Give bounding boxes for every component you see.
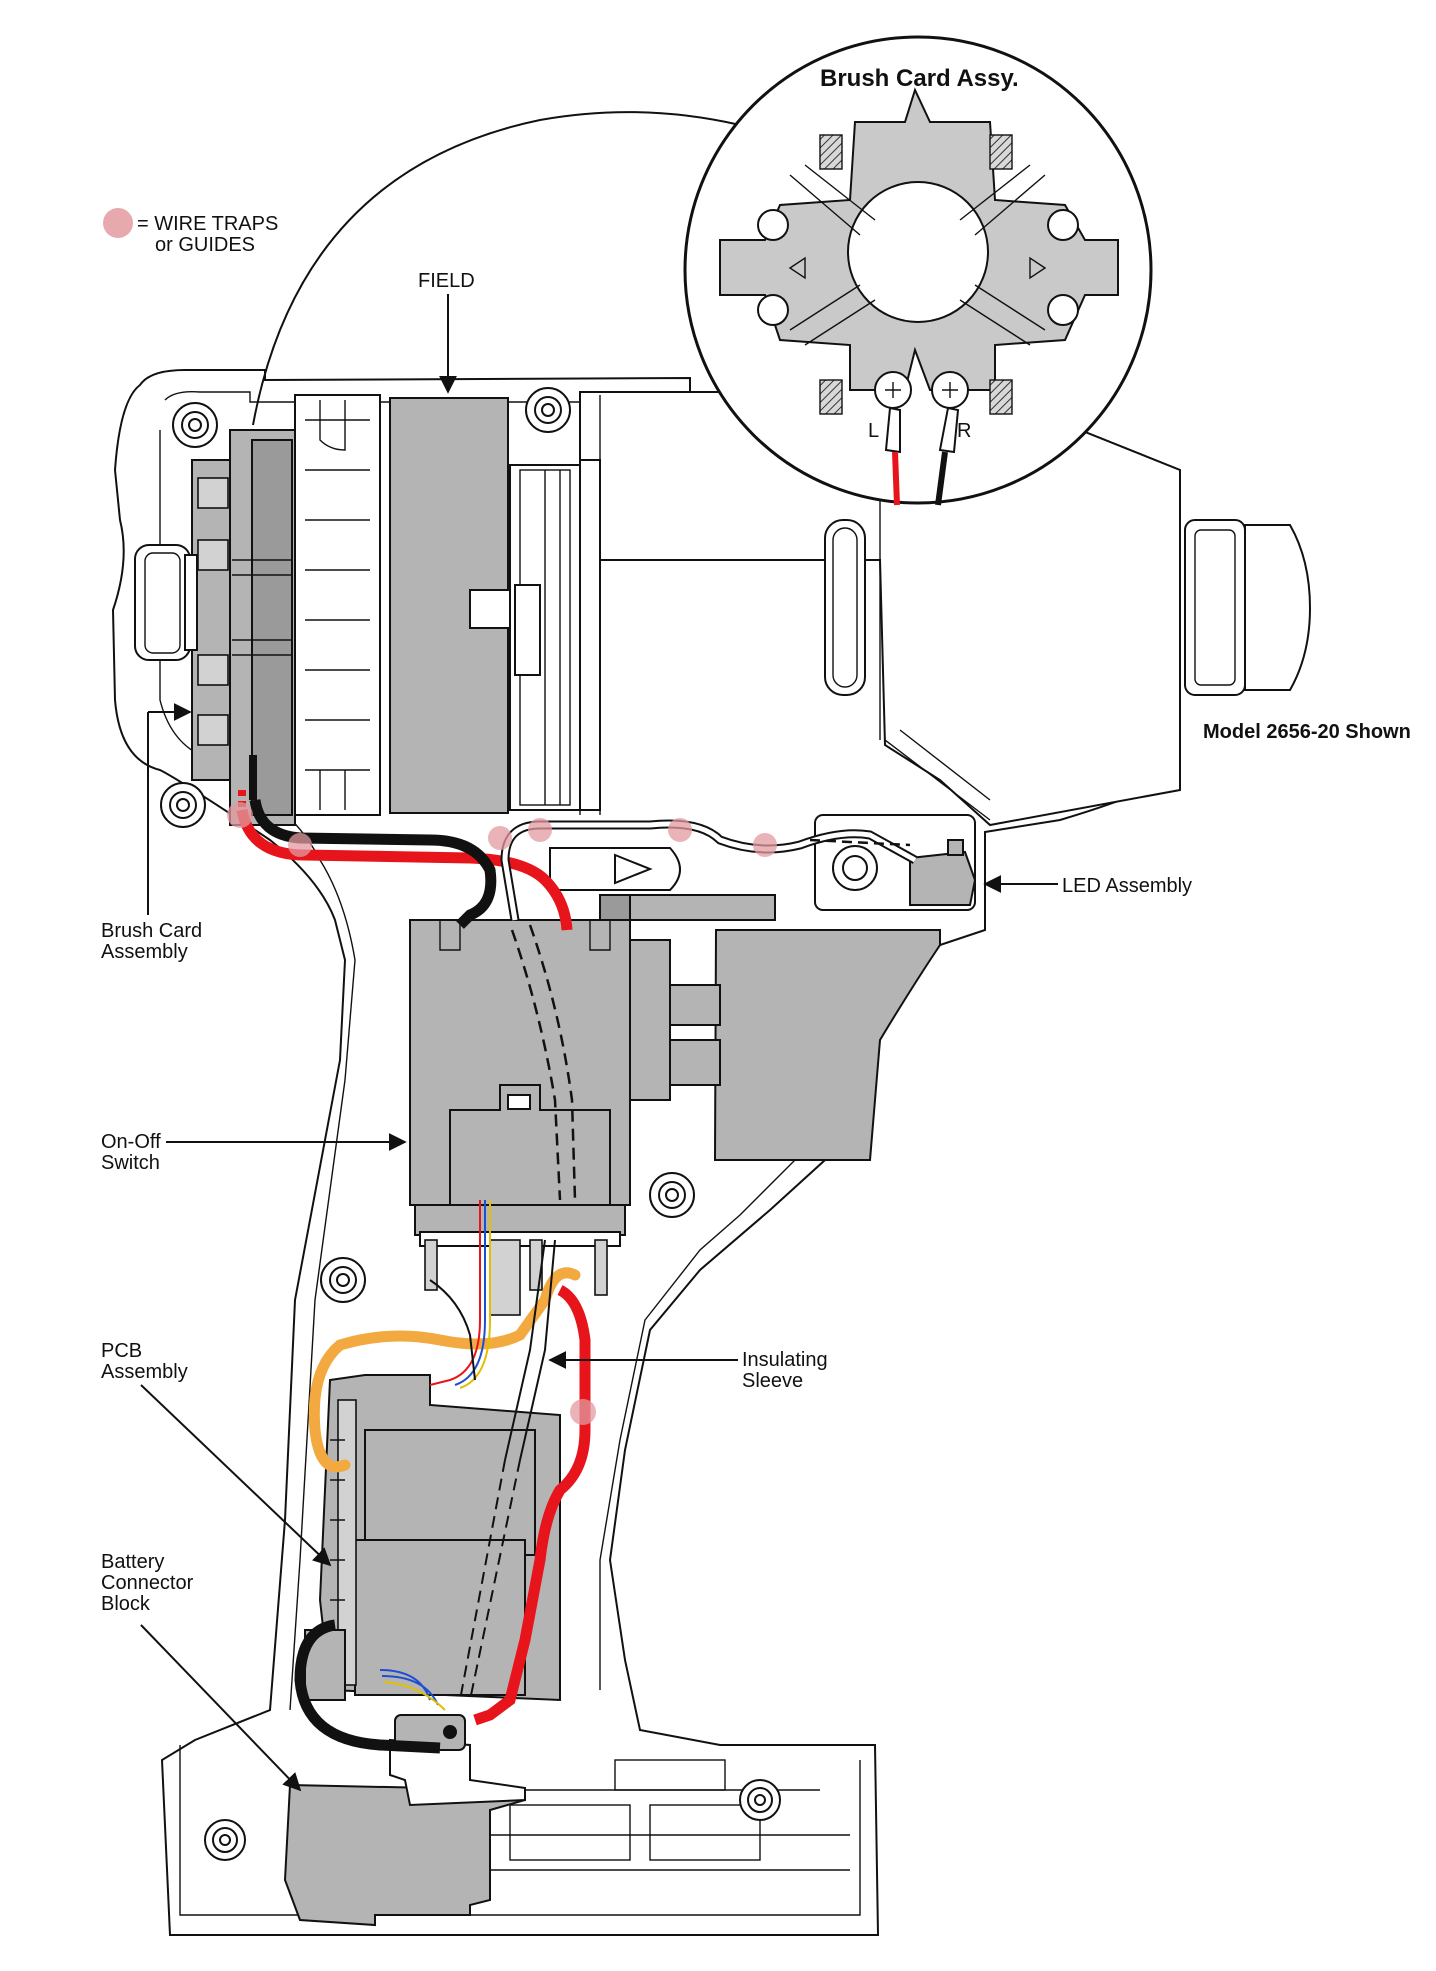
brush-card-assembly (134, 429, 296, 826)
callout-lines (140, 111, 1058, 1792)
sleeve-label-line-2: Sleeve (742, 1370, 803, 1392)
battery-label-line-1: Battery (101, 1551, 164, 1573)
switch-label-line-2: Switch (101, 1152, 160, 1174)
inset-right-label: R (957, 420, 971, 442)
brush-card-inset: Brush Card Assy. L R (683, 35, 1153, 506)
field-label: FIELD (418, 270, 475, 292)
battery-label-line-2: Connector (101, 1572, 194, 1594)
brush-card-label-line-2: Assembly (101, 941, 188, 963)
led-assembly (814, 814, 977, 911)
switch-label-line-1: On-Off (101, 1131, 161, 1153)
inset-left-label: L (868, 420, 879, 442)
pcb-label-line-1: PCB (101, 1340, 142, 1362)
wiring (236, 798, 918, 1754)
screw-boss (649, 1172, 695, 1218)
wire-trap-legend-marker (103, 208, 133, 238)
screw-boss (320, 1257, 366, 1303)
screw-boss (739, 1779, 781, 1821)
screw-boss (160, 782, 206, 828)
screw-boss (525, 387, 571, 433)
led-assembly-label: LED Assembly (1062, 875, 1192, 897)
wire-trap-markers (227, 802, 777, 1425)
legend-line-1: = WIRE TRAPS (137, 213, 278, 235)
inset-title: Brush Card Assy. (820, 65, 1019, 92)
gear-case (579, 391, 1312, 827)
legend: = WIRE TRAPS or GUIDES (103, 208, 278, 256)
pcb-label-line-2: Assembly (101, 1361, 188, 1383)
sleeve-label-line-1: Insulating (742, 1349, 828, 1371)
legend-line-2: or GUIDES (155, 234, 255, 256)
on-off-switch (409, 847, 941, 1316)
motor-assembly (294, 394, 601, 816)
battery-connector-block (283, 1714, 526, 1927)
screw-boss (204, 1819, 246, 1861)
screw-boss (172, 402, 218, 448)
model-label: Model 2656-20 Shown (1203, 721, 1411, 743)
brush-card-label-line-1: Brush Card (101, 920, 202, 942)
battery-label-line-3: Block (101, 1593, 151, 1615)
